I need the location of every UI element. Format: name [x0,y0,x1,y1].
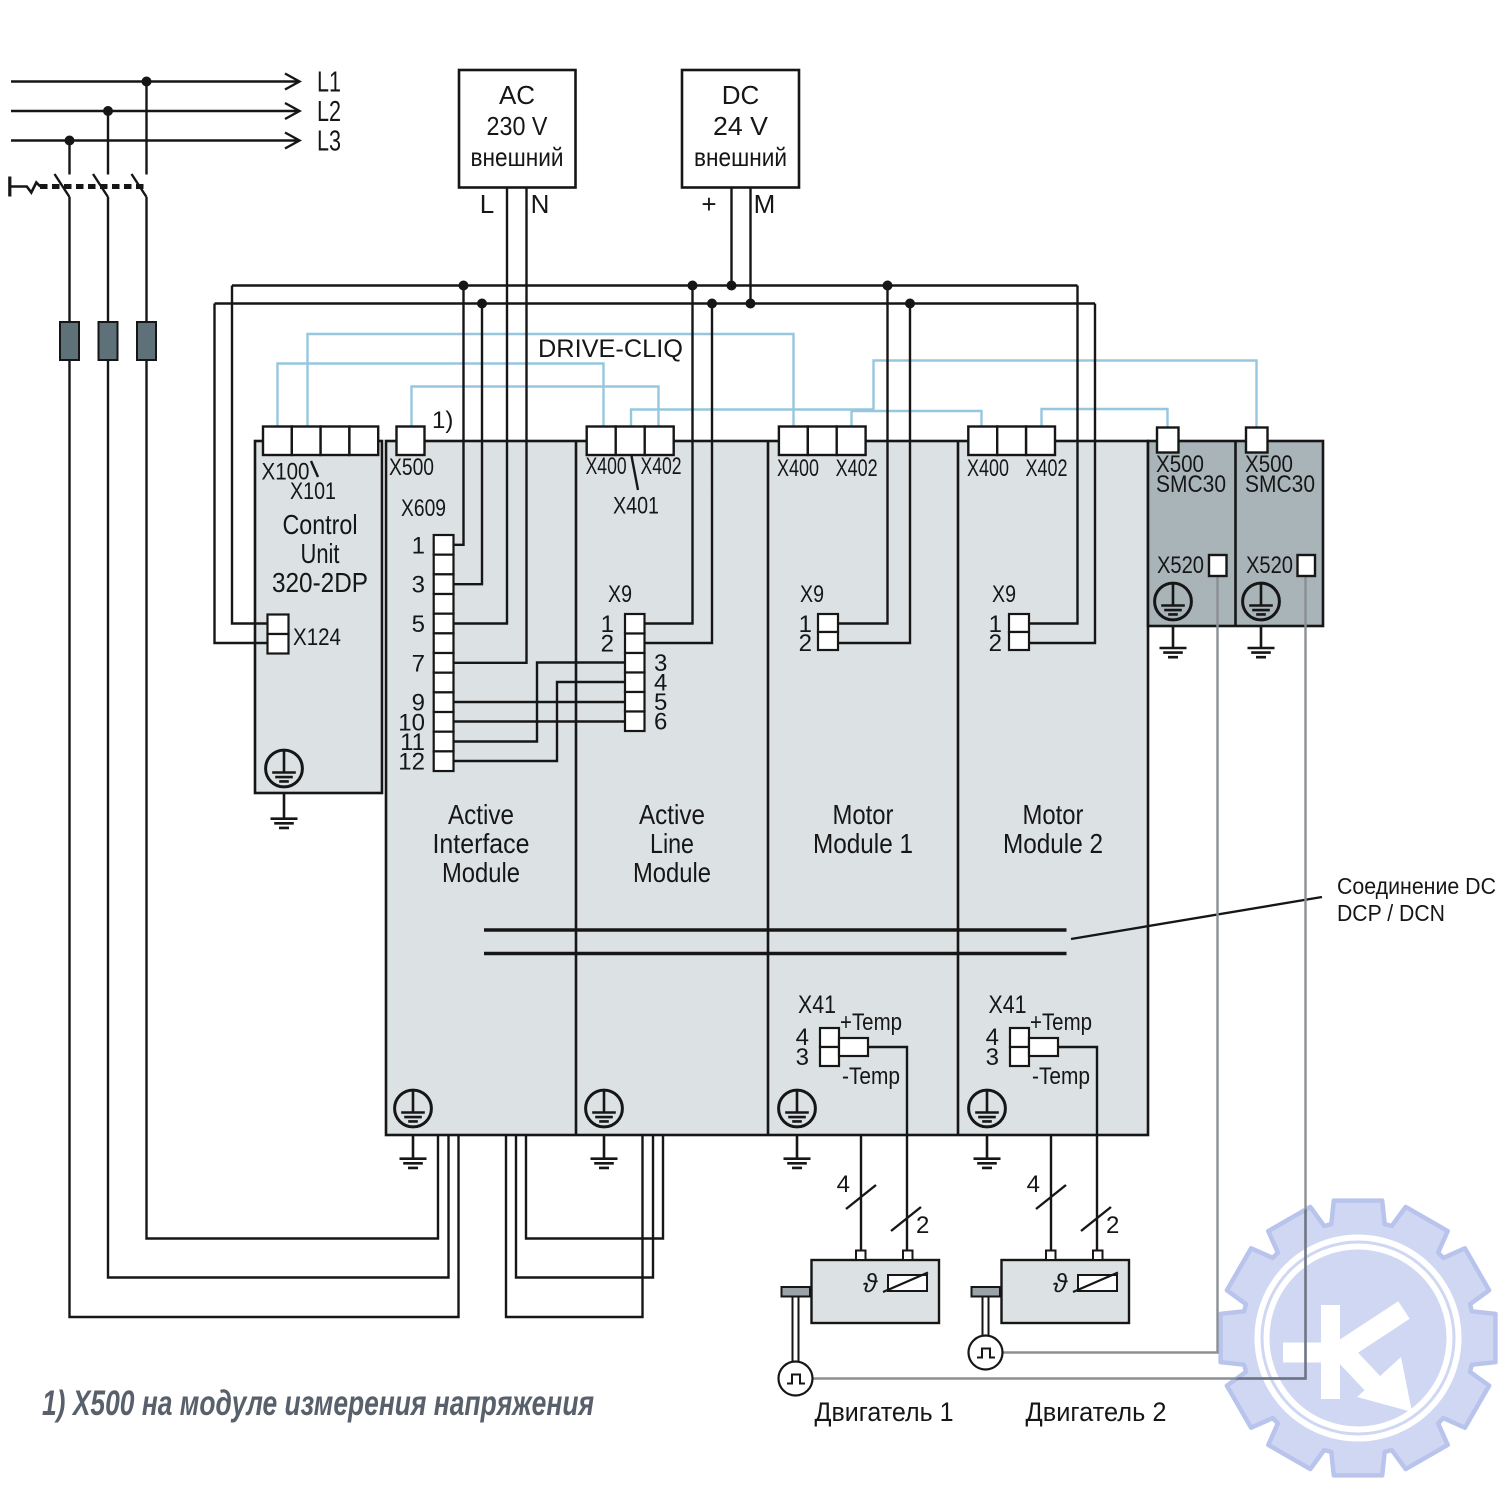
svg-text:1: 1 [989,611,1002,638]
svg-text:1): 1) [432,407,453,434]
svg-text:3: 3 [796,1044,809,1071]
svg-text:6: 6 [654,709,667,736]
svg-text:X400: X400 [967,455,1009,482]
svg-text:1: 1 [412,532,425,559]
svg-text:ϑ: ϑ [863,1268,878,1298]
svg-text:4: 4 [796,1024,809,1051]
svg-text:320-2DP: 320-2DP [272,567,368,598]
svg-text:-Temp: -Temp [1032,1063,1090,1090]
svg-text:9: 9 [412,690,425,717]
svg-text:Двигатель 2: Двигатель 2 [1026,1397,1167,1427]
svg-text:X401: X401 [613,493,659,520]
svg-text:DRIVE-CLIQ: DRIVE-CLIQ [538,335,683,363]
svg-text:Module 2: Module 2 [1003,828,1103,859]
svg-text:L: L [480,189,494,219]
svg-text:4: 4 [837,1171,850,1198]
svg-text:Active: Active [639,799,705,830]
svg-text:SMC30: SMC30 [1156,471,1226,498]
svg-text:X402: X402 [641,453,682,480]
svg-text:X124: X124 [293,624,341,651]
svg-text:N: N [531,189,550,219]
svg-text:X402: X402 [836,455,878,482]
svg-text:12: 12 [398,749,425,776]
svg-text:Module 1: Module 1 [813,828,913,859]
svg-text:ϑ: ϑ [1053,1268,1068,1298]
svg-text:X500: X500 [389,454,434,481]
svg-text:X9: X9 [608,581,632,608]
svg-text:10: 10 [398,709,425,736]
svg-text:Interface: Interface [433,828,530,859]
svg-text:X500: X500 [1245,451,1293,478]
svg-text:Control: Control [283,509,358,540]
svg-text:внешний: внешний [694,142,787,172]
svg-text:M: M [754,189,776,219]
svg-text:1: 1 [601,611,614,638]
svg-text:DCP / DCN: DCP / DCN [1337,900,1445,926]
svg-text:4: 4 [986,1024,999,1051]
svg-text:Unit: Unit [301,538,340,569]
svg-text:4: 4 [654,670,667,697]
svg-text:X400: X400 [777,455,819,482]
svg-text:X402: X402 [1026,455,1068,482]
svg-text:+: + [701,189,716,219]
svg-text:X101: X101 [290,478,336,505]
svg-text:230 V: 230 V [487,111,549,141]
svg-text:2: 2 [989,630,1002,657]
svg-text:Motor: Motor [833,799,894,830]
svg-text:2: 2 [916,1212,929,1239]
svg-text:3: 3 [412,572,425,599]
svg-text:1: 1 [799,611,812,638]
svg-text:11: 11 [400,729,425,756]
svg-text:3: 3 [986,1044,999,1071]
svg-text:24 V: 24 V [713,111,769,141]
svg-text:X520: X520 [1157,552,1204,579]
svg-text:Line: Line [650,828,694,859]
svg-text:DC: DC [722,80,760,110]
svg-text:2: 2 [799,630,812,657]
svg-text:X41: X41 [989,991,1027,1019]
svg-text:X609: X609 [401,495,446,522]
svg-text:2: 2 [1106,1212,1119,1239]
svg-text:2: 2 [601,631,614,658]
svg-text:Motor: Motor [1023,799,1084,830]
svg-text:X9: X9 [800,581,824,608]
svg-text:5: 5 [654,689,667,716]
svg-text:SMC30: SMC30 [1245,471,1315,498]
svg-text:X500: X500 [1156,451,1204,478]
svg-text:L2: L2 [317,96,341,128]
svg-text:X520: X520 [1246,552,1293,579]
svg-text:Module: Module [442,857,520,888]
svg-text:Соединение DC: Соединение DC [1337,873,1496,899]
svg-text:1) X500 на модуле измерения на: 1) X500 на модуле измерения напряжения [42,1384,594,1423]
svg-text:L3: L3 [317,126,341,158]
svg-text:внешний: внешний [471,142,564,172]
svg-text:X400: X400 [586,453,627,480]
svg-text:L1: L1 [317,67,341,99]
svg-text:7: 7 [412,650,425,677]
svg-text:Module: Module [633,857,711,888]
svg-text:Active: Active [448,799,514,830]
svg-text:Двигатель 1: Двигатель 1 [815,1397,954,1427]
svg-text:AC: AC [499,80,535,110]
svg-text:+Temp: +Temp [1030,1009,1092,1036]
svg-text:5: 5 [412,611,425,638]
svg-text:+Temp: +Temp [840,1009,902,1036]
svg-text:X100: X100 [262,459,310,486]
svg-text:-Temp: -Temp [842,1063,900,1090]
svg-text:4: 4 [1027,1171,1040,1198]
svg-text:3: 3 [654,650,667,677]
svg-text:X41: X41 [798,991,836,1019]
svg-text:X9: X9 [992,581,1016,608]
